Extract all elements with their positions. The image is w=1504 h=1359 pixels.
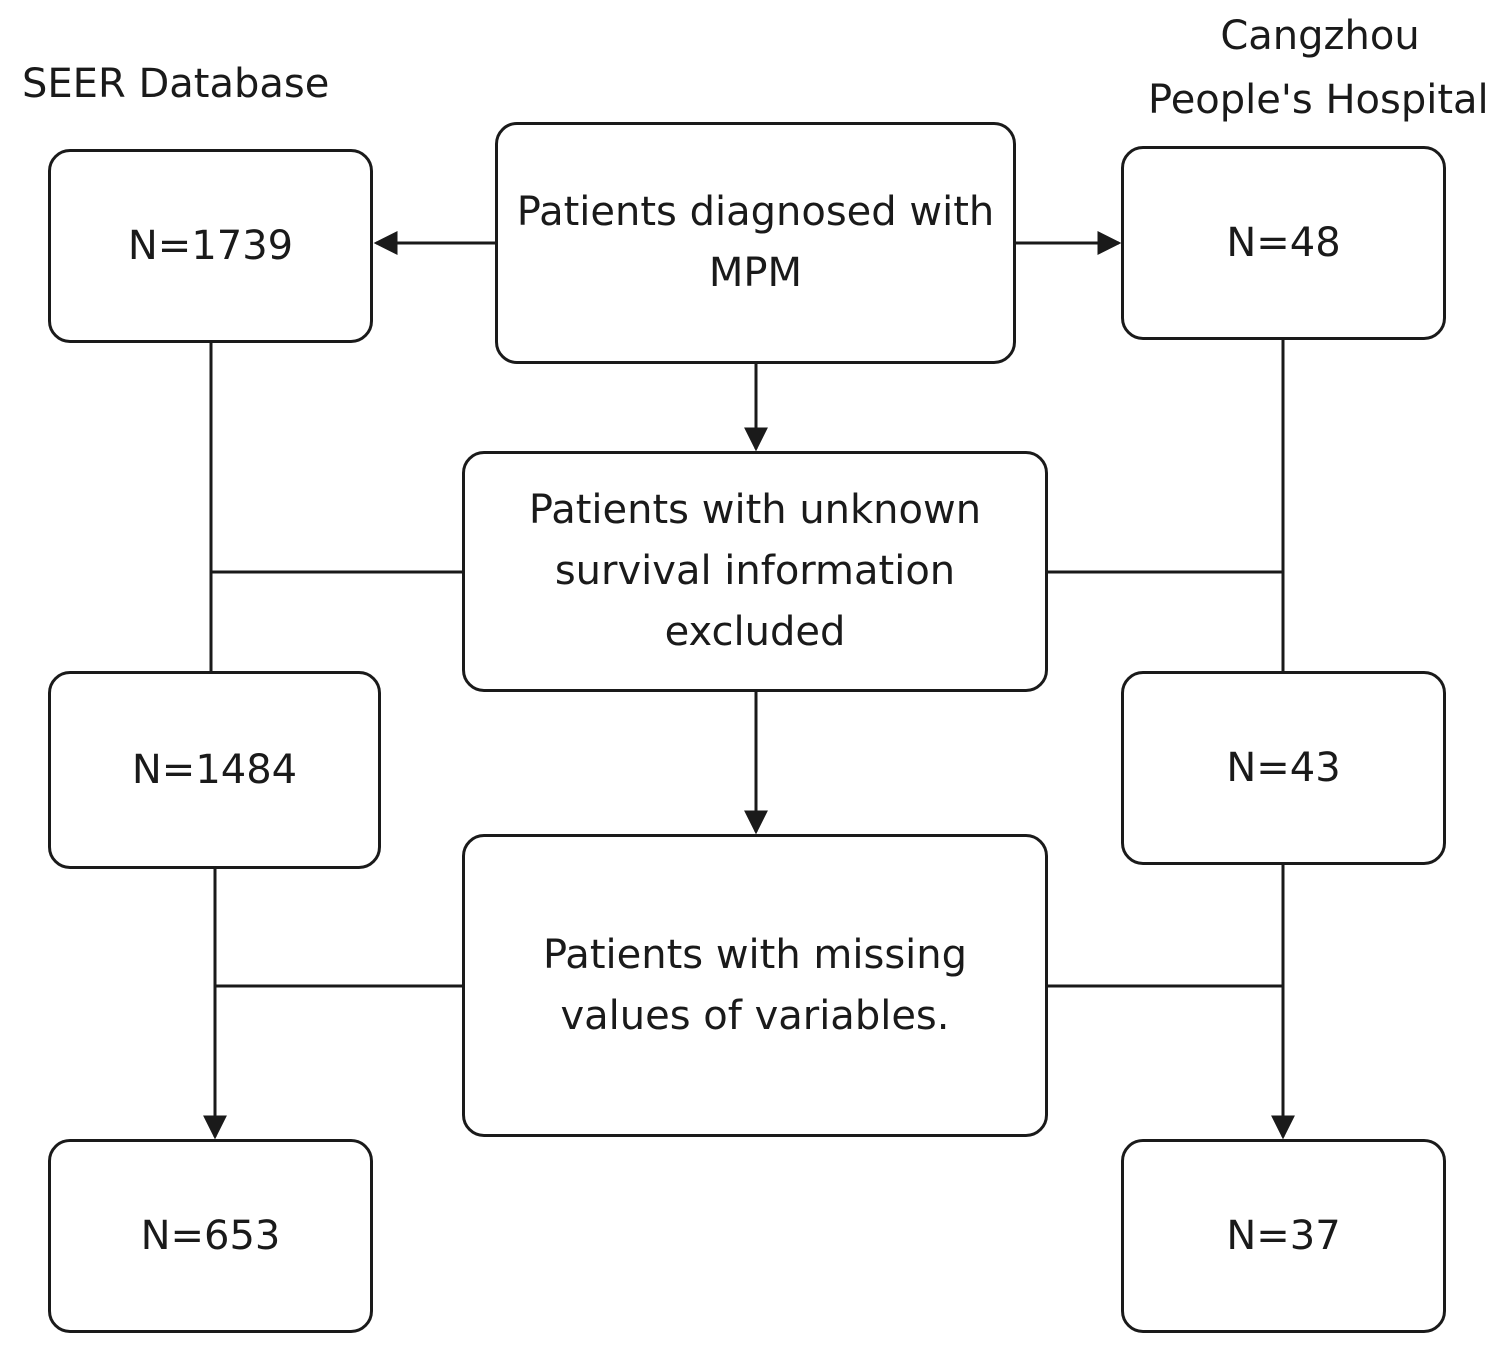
box-diagnosed-mpm: Patients diagnosed with MPM xyxy=(495,122,1016,364)
box-unknown-survival-line1: Patients with unknown xyxy=(528,487,982,533)
box-diagnosed-mpm-line2: MPM xyxy=(708,250,803,296)
box-missing-values: Patients with missing values of variable… xyxy=(462,834,1048,1137)
box-missing-values-line1: Patients with missing xyxy=(542,931,968,978)
header-cangzhou: Cangzhou xyxy=(1220,13,1420,59)
box-cangzhou-n43-label: N=43 xyxy=(1226,744,1341,791)
box-cangzhou-n43: N=43 xyxy=(1121,671,1446,865)
box-seer-n1484-label: N=1484 xyxy=(131,746,298,793)
box-cangzhou-n48-label: N=48 xyxy=(1226,219,1341,266)
box-cangzhou-n48: N=48 xyxy=(1121,146,1446,340)
box-seer-n1484: N=1484 xyxy=(48,671,381,869)
box-cangzhou-n37-label: N=37 xyxy=(1226,1212,1341,1259)
box-unknown-survival-line2: survival information xyxy=(554,548,956,594)
box-seer-n1739: N=1739 xyxy=(48,149,373,343)
box-cangzhou-n37: N=37 xyxy=(1121,1139,1446,1333)
box-unknown-survival-line3: excluded xyxy=(664,609,846,655)
box-diagnosed-mpm-line1: Patients diagnosed with xyxy=(516,189,995,235)
box-seer-n653-label: N=653 xyxy=(140,1212,281,1259)
header-seer-database: SEER Database xyxy=(22,61,330,107)
header-peoples-hospital: People's Hospital xyxy=(1148,77,1489,123)
box-unknown-survival: Patients with unknown survival informati… xyxy=(462,451,1048,692)
box-seer-n653: N=653 xyxy=(48,1139,373,1333)
box-missing-values-line2: values of variables. xyxy=(560,992,950,1039)
box-seer-n1739-label: N=1739 xyxy=(127,222,294,269)
